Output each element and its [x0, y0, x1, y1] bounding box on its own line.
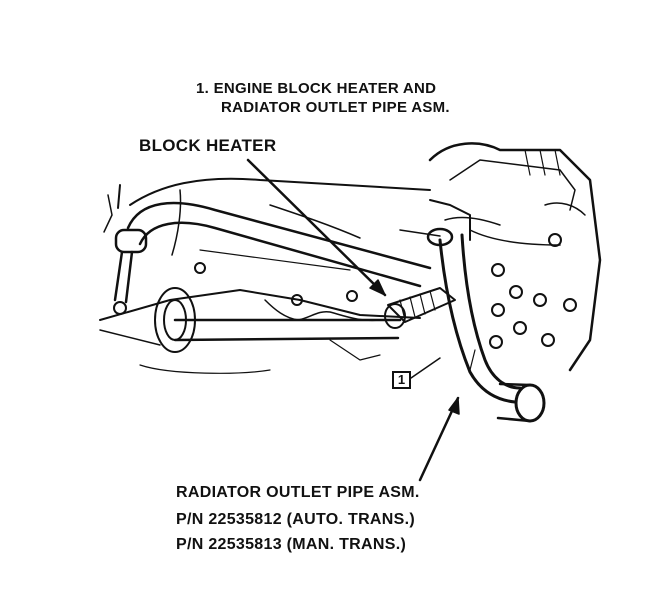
radiator-outlet-pipe	[426, 227, 546, 423]
leader-line-callout	[410, 357, 441, 379]
leader-arrow-block-heater	[246, 158, 387, 297]
thermostat-housing	[428, 142, 602, 372]
mount-bracket	[154, 287, 402, 353]
heater-hose	[113, 201, 432, 315]
callout-number-box: 1	[392, 371, 411, 389]
part-number-manual: P/N 22535813 (MAN. TRANS.)	[176, 536, 407, 553]
part-number-auto: P/N 22535812 (AUTO. TRANS.)	[176, 511, 415, 528]
caption-line-2: RADIATOR OUTLET PIPE ASM.	[221, 99, 450, 116]
radiator-pipe-label: RADIATOR OUTLET PIPE ASM.	[176, 484, 420, 501]
leader-arrow-outlet-pipe	[418, 396, 460, 482]
block-heater-element	[384, 287, 456, 329]
caption-line-1: 1. ENGINE BLOCK HEATER AND	[196, 80, 437, 97]
block-heater-label: BLOCK HEATER	[139, 136, 277, 155]
